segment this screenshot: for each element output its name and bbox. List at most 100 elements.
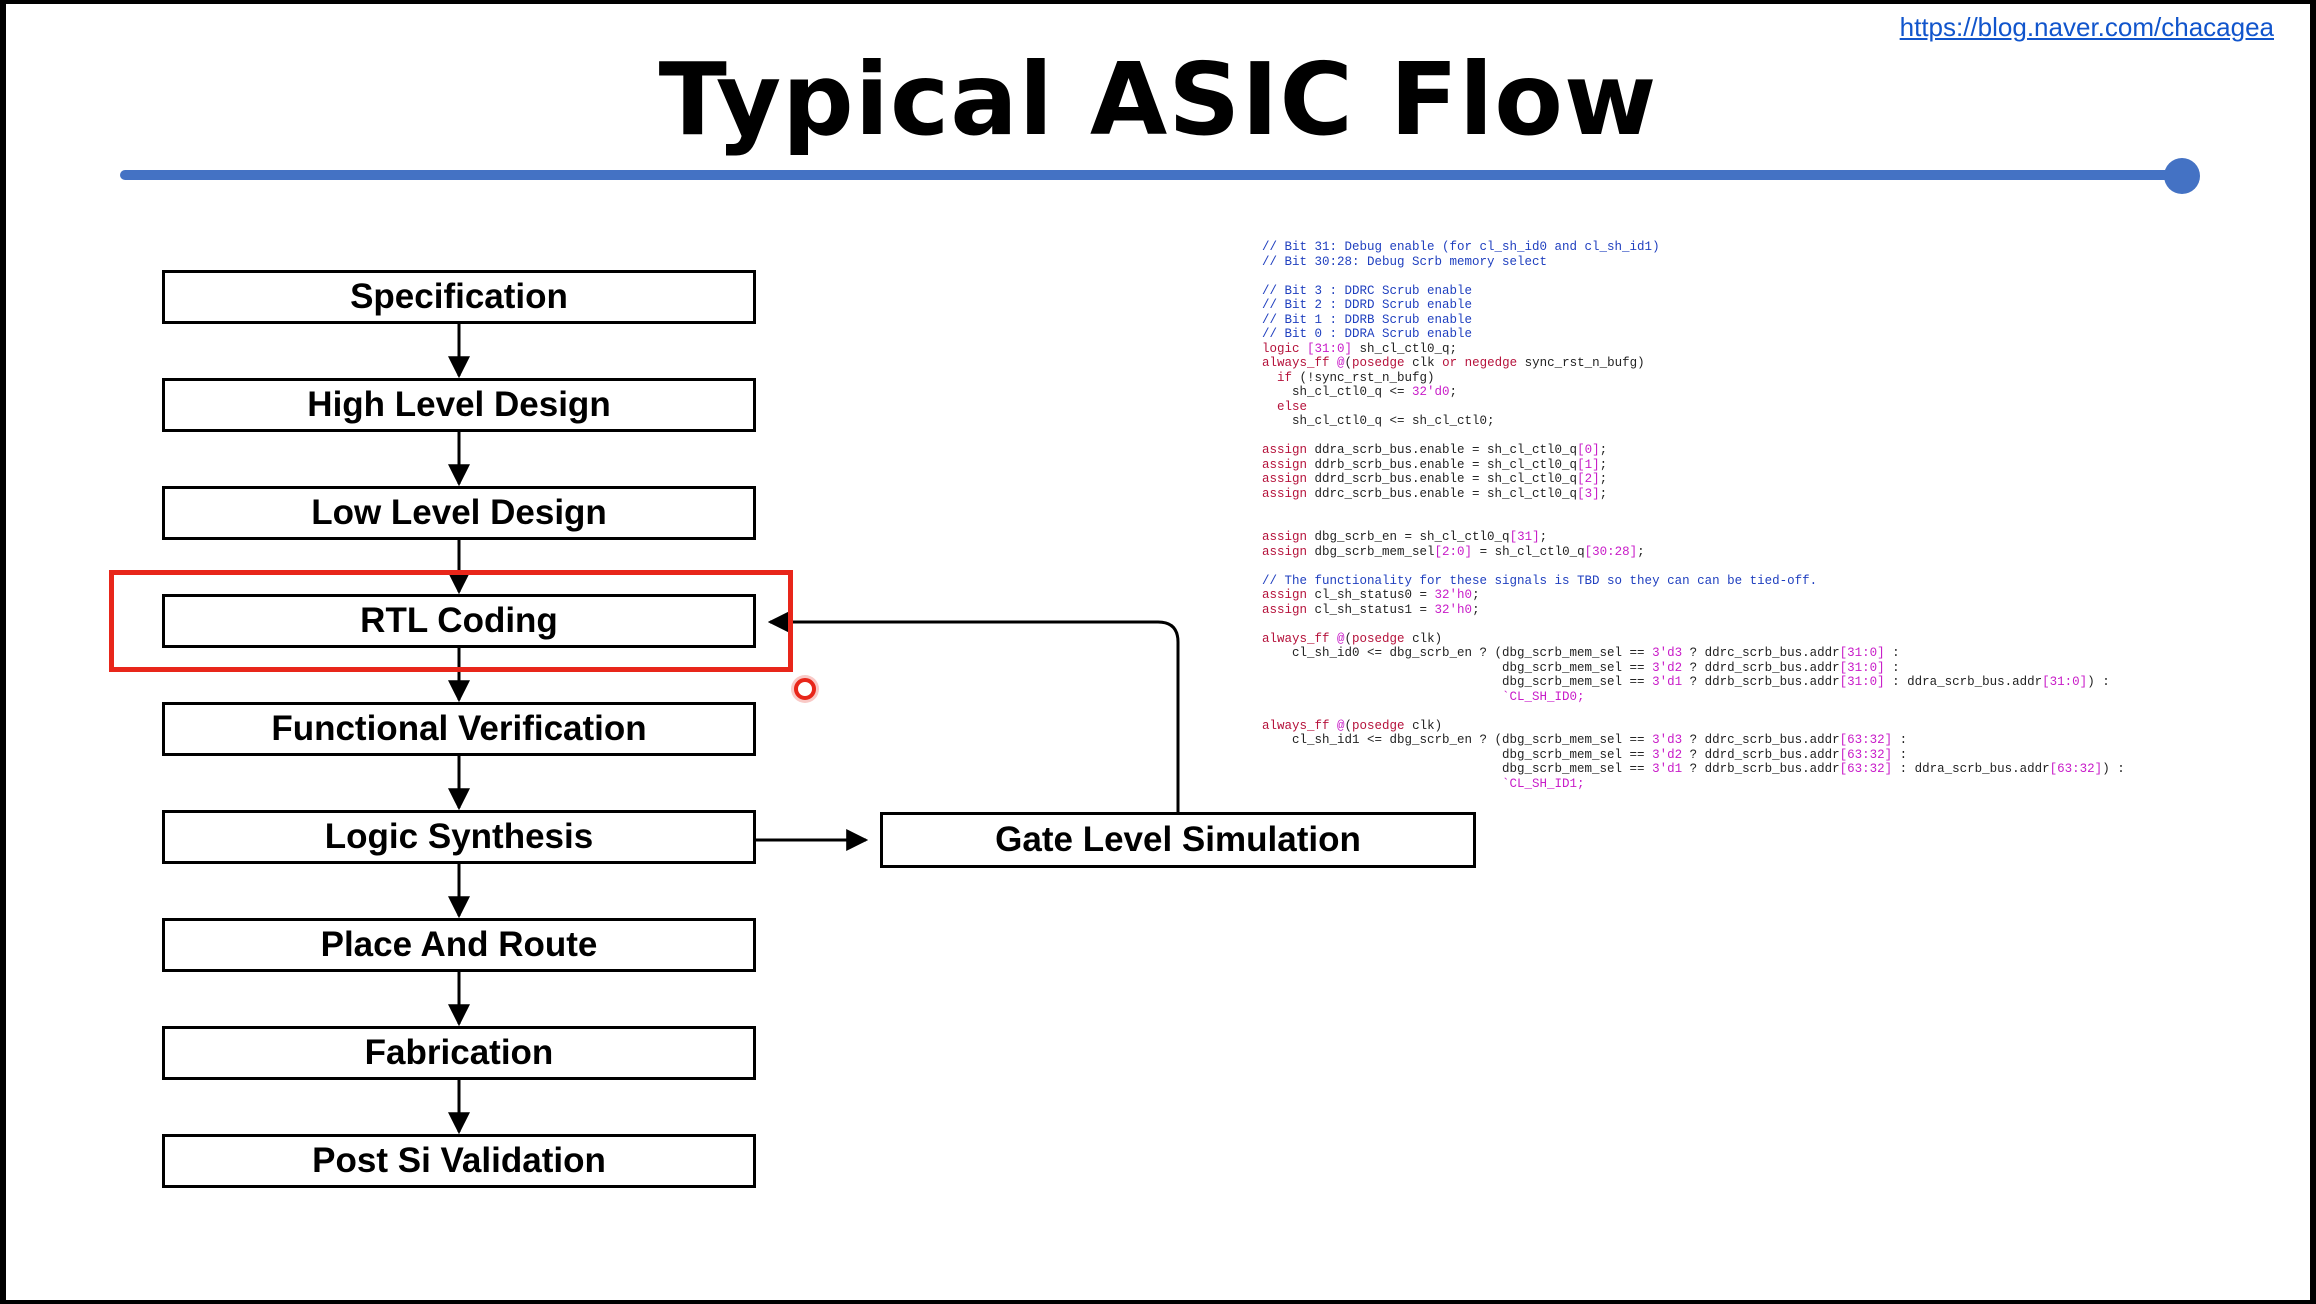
- code-line: // Bit 3 : DDRC Scrub enable: [1262, 284, 2125, 299]
- code-line: sh_cl_ctl0_q <= sh_cl_ctl0;: [1262, 414, 2125, 429]
- flow-connectors: [448, 324, 1180, 1135]
- step-place-and-route: Place And Route: [162, 918, 756, 972]
- source-link[interactable]: https://blog.naver.com/chacagea: [1899, 12, 2274, 42]
- code-token: [63:32]: [1839, 762, 1893, 776]
- code-token: ddra_scrb_bus.enable = sh_cl_ctl0_q: [1307, 443, 1578, 457]
- code-line: dbg_scrb_mem_sel == 3'd2 ? ddrd_scrb_bus…: [1262, 748, 2125, 763]
- code-token: // Bit 2 : DDRD Scrub enable: [1262, 298, 1473, 312]
- code-token: ? ddrb_scrb_bus.addr: [1682, 762, 1840, 776]
- code-token: [31:0]: [1839, 675, 1885, 689]
- code-token: ? ddrc_scrb_bus.addr: [1682, 733, 1840, 747]
- code-line: assign dbg_scrb_mem_sel[2:0] = sh_cl_ctl…: [1262, 545, 2125, 560]
- code-token: // The functionality for these signals i…: [1262, 573, 1818, 588]
- code-line: else: [1262, 400, 2125, 415]
- code-token: clk: [1404, 356, 1443, 370]
- code-token: if: [1277, 370, 1293, 385]
- slide-title: Typical ASIC Flow: [658, 41, 1658, 158]
- code-line: assign ddrd_scrb_bus.enable = sh_cl_ctl0…: [1262, 472, 2125, 487]
- code-token: ddrb_scrb_bus.enable = sh_cl_ctl0_q: [1307, 457, 1578, 472]
- code-token: [2]: [1577, 472, 1600, 486]
- code-token: // Bit 30:28: Debug Scrb memory select: [1262, 254, 1548, 269]
- code-token: // Bit 0 : DDRA Scrub enable: [1262, 327, 1473, 341]
- code-token: [63:32]: [1839, 733, 1893, 747]
- code-token: ;: [1599, 443, 1608, 457]
- code-line: [1262, 516, 2125, 531]
- code-token: clk): [1404, 631, 1443, 646]
- code-token: @: [1337, 718, 1345, 733]
- code-token: cl_sh_status1 =: [1307, 602, 1435, 617]
- code-token: [2:0]: [1434, 544, 1473, 559]
- code-token: 3'd2: [1652, 660, 1683, 675]
- code-token: : ddra_scrb_bus.addr: [1892, 762, 2050, 776]
- code-token: or negedge: [1442, 356, 1518, 370]
- code-token: `CL_SH_ID0;: [1262, 689, 1585, 704]
- step-gate-level-simulation: Gate Level Simulation: [880, 812, 1476, 868]
- code-token: always_ff: [1262, 631, 1338, 646]
- code-token: ) :: [2102, 762, 2125, 776]
- step-low-level-design: Low Level Design: [162, 486, 756, 540]
- code-line: // The functionality for these signals i…: [1262, 574, 2125, 589]
- code-line: if (!sync_rst_n_bufg): [1262, 371, 2125, 386]
- code-line: assign ddrb_scrb_bus.enable = sh_cl_ctl0…: [1262, 458, 2125, 473]
- code-token: [31:0]: [1307, 341, 1353, 356]
- code-token: dbg_scrb_mem_sel ==: [1262, 660, 1653, 675]
- code-token: posedge: [1352, 718, 1405, 733]
- code-token: (: [1344, 631, 1353, 646]
- code-token: [31:0]: [2042, 675, 2088, 689]
- code-token: // Bit 1 : DDRB Scrub enable: [1262, 312, 1473, 327]
- code-token: ;: [1539, 530, 1548, 544]
- code-token: @: [1337, 631, 1345, 646]
- code-token: 3'd1: [1652, 675, 1683, 689]
- code-token: assign: [1262, 472, 1308, 486]
- code-token: ? ddrc_scrb_bus.addr: [1682, 646, 1840, 660]
- code-token: assign: [1262, 588, 1308, 602]
- code-token: posedge: [1352, 631, 1405, 646]
- code-line: cl_sh_id0 <= dbg_scrb_en ? (dbg_scrb_mem…: [1262, 646, 2125, 661]
- code-token: 32'h0: [1434, 602, 1473, 617]
- rtl-code-sample: // Bit 31: Debug enable (for cl_sh_id0 a…: [1262, 240, 2125, 791]
- code-token: ;: [1472, 602, 1480, 617]
- code-line: [1262, 559, 2125, 574]
- code-line: assign ddrc_scrb_bus.enable = sh_cl_ctl0…: [1262, 487, 2125, 502]
- code-token: always_ff: [1262, 356, 1338, 370]
- code-token: cl_sh_id0 <= dbg_scrb_en ? (dbg_scrb_mem…: [1262, 646, 1653, 660]
- code-token: : ddra_scrb_bus.addr: [1884, 675, 2043, 689]
- code-token: :: [1892, 733, 1908, 747]
- step-post-si-validation: Post Si Validation: [162, 1134, 756, 1188]
- code-token: posedge: [1352, 356, 1405, 370]
- code-line: sh_cl_ctl0_q <= 32'd0;: [1262, 385, 2125, 400]
- code-line: assign ddra_scrb_bus.enable = sh_cl_ctl0…: [1262, 443, 2125, 458]
- code-token: :: [1884, 660, 1900, 675]
- code-token: (: [1344, 718, 1353, 733]
- code-line: // Bit 31: Debug enable (for cl_sh_id0 a…: [1262, 240, 2125, 255]
- code-line: `CL_SH_ID0;: [1262, 690, 2125, 705]
- code-line: [1262, 269, 2125, 284]
- gate-to-rtl-feedback-arrow: [767, 611, 1180, 812]
- code-token: [63:32]: [1839, 747, 1893, 762]
- code-token: logic: [1262, 341, 1308, 356]
- code-token: dbg_scrb_mem_sel ==: [1262, 675, 1653, 689]
- code-line: dbg_scrb_mem_sel == 3'd1 ? ddrb_scrb_bus…: [1262, 762, 2125, 777]
- code-token: [0]: [1577, 443, 1600, 457]
- code-token: [31]: [1509, 530, 1540, 544]
- code-line: // Bit 30:28: Debug Scrb memory select: [1262, 255, 2125, 270]
- code-token: assign: [1262, 602, 1308, 617]
- code-token: assign: [1262, 486, 1308, 501]
- code-token: ? ddrb_scrb_bus.addr: [1682, 675, 1840, 689]
- code-token: sh_cl_ctl0_q <=: [1262, 385, 1413, 399]
- step-logic-synthesis: Logic Synthesis: [162, 810, 756, 864]
- code-line: always_ff @(posedge clk): [1262, 632, 2125, 647]
- step-fabrication: Fabrication: [162, 1026, 756, 1080]
- code-token: cl_sh_status0 =: [1307, 588, 1435, 602]
- code-token: [30:28]: [1584, 544, 1638, 559]
- slide: https://blog.naver.com/chacagea Typical …: [6, 4, 2310, 1300]
- code-line: cl_sh_id1 <= dbg_scrb_en ? (dbg_scrb_mem…: [1262, 733, 2125, 748]
- code-token: sh_cl_ctl0_q;: [1352, 341, 1458, 356]
- code-token: :: [1892, 747, 1908, 762]
- code-token: always_ff: [1262, 718, 1338, 733]
- code-line: [1262, 704, 2125, 719]
- code-token: 3'd3: [1652, 646, 1683, 660]
- code-line: logic [31:0] sh_cl_ctl0_q;: [1262, 342, 2125, 357]
- code-token: // Bit 31: Debug enable (for cl_sh_id0 a…: [1262, 240, 1660, 254]
- code-token: 3'd2: [1652, 747, 1683, 762]
